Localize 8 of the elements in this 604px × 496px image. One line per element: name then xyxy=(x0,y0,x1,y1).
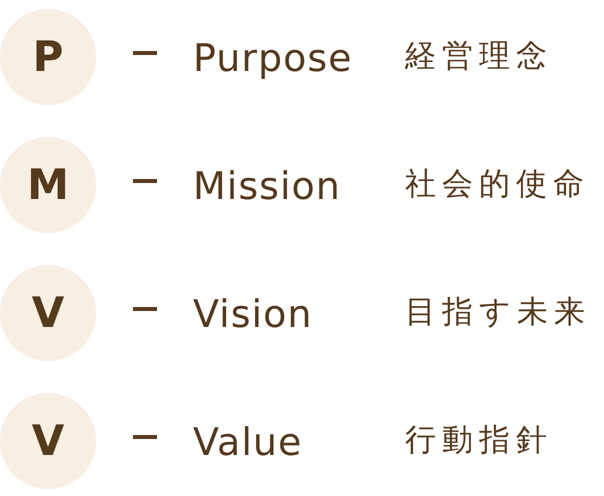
japanese-term: 目指す未来 xyxy=(405,297,591,328)
japanese-term: 行動指針 xyxy=(405,425,553,456)
english-term: Vision xyxy=(193,295,312,333)
english-term: Value xyxy=(193,423,302,461)
japanese-term: 経営理念 xyxy=(405,41,553,72)
english-term: Mission xyxy=(193,167,341,205)
english-term: Purpose xyxy=(193,39,353,77)
japanese-term: 社会的使命 xyxy=(405,169,590,200)
